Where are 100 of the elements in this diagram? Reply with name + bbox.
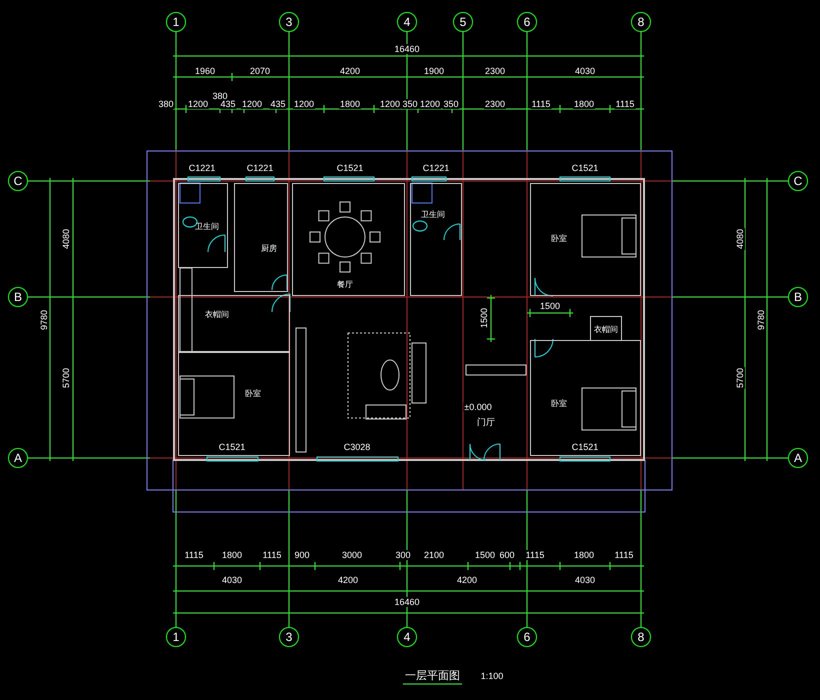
- axis-bubble: [279, 12, 299, 32]
- dimension-text: 2100: [422, 550, 446, 560]
- dimension-text: 16460: [393, 597, 421, 607]
- room-label: 卧室: [551, 399, 567, 408]
- axis-label: B: [12, 291, 23, 303]
- room-outline: [292, 183, 405, 296]
- window-code: C3028: [342, 442, 372, 452]
- dimension-text: 1500: [479, 306, 489, 330]
- dimension-text: 1115: [184, 550, 204, 560]
- window-code: C1221: [246, 163, 274, 173]
- room-label: 卫生间: [195, 222, 219, 231]
- axis-label: 8: [636, 16, 646, 28]
- axis-bubble: [631, 12, 651, 32]
- axis-bubble: [8, 171, 28, 191]
- dimension-text: 600: [498, 550, 516, 560]
- dimension-text: 3000: [340, 550, 364, 560]
- dimension-text: 350: [442, 99, 460, 109]
- dimension-text: 435: [219, 99, 237, 109]
- dimension-text: 1200: [240, 99, 264, 109]
- axis-label: 6: [522, 16, 532, 28]
- dimension-text: 1115: [530, 99, 552, 109]
- axis-bubble: [788, 287, 808, 307]
- room-outline: [590, 316, 622, 341]
- dimension-text: 4200: [338, 66, 362, 76]
- axis-bubble: [453, 12, 473, 32]
- dimension-text: 4200: [336, 575, 360, 585]
- dimension-text: 4030: [574, 66, 596, 76]
- axis-label: B: [792, 291, 803, 303]
- axis-label: A: [792, 452, 803, 464]
- dimension-text: 300: [394, 550, 412, 560]
- dimension-text: 1115: [524, 550, 546, 560]
- dimension-text: 4080: [61, 228, 71, 250]
- dimension-text: 4080: [735, 228, 745, 250]
- axis-bubble: [631, 627, 651, 647]
- dimension-text: 380: [157, 99, 175, 109]
- dimension-text: 1500: [474, 550, 496, 560]
- dimension-text: 1960: [194, 66, 216, 76]
- window-code: C1221: [188, 163, 216, 173]
- axis-bubble: [517, 627, 537, 647]
- axis-label: 6: [522, 631, 532, 643]
- dimension-text: 1800: [220, 550, 244, 560]
- axis-label: 1: [172, 631, 180, 643]
- axis-label: 3: [284, 631, 294, 643]
- dimension-text: 9780: [756, 308, 766, 332]
- axis-bubble: [166, 627, 186, 647]
- window-code: C1521: [218, 442, 246, 452]
- scale-note: 1:100: [480, 671, 504, 681]
- dimension-text: 1115: [614, 99, 636, 109]
- axis-label: 5: [458, 16, 468, 28]
- axis-bubble: [397, 627, 417, 647]
- dimension-text: 16460: [393, 44, 421, 54]
- room-label: 厨房: [261, 244, 277, 253]
- room-label: 餐厅: [337, 280, 353, 289]
- dimension-text: 5700: [61, 366, 71, 390]
- axis-bubble: [8, 448, 28, 468]
- elevation-mark: ±0.000: [463, 402, 493, 412]
- dimension-text: 1200: [186, 99, 210, 109]
- axis-label: 3: [284, 16, 294, 28]
- axis-label: 8: [636, 631, 646, 643]
- axis-label: A: [12, 452, 23, 464]
- axis-bubble: [788, 171, 808, 191]
- window-code: C1521: [570, 163, 600, 173]
- dimension-text: 2070: [248, 66, 272, 76]
- axis-bubble: [279, 627, 299, 647]
- dimension-text: 1200: [378, 99, 402, 109]
- dimension-text: 1115: [614, 550, 634, 560]
- room-label: 衣帽间: [594, 325, 618, 334]
- room-outline: [178, 295, 290, 352]
- dimension-text: 4030: [220, 575, 244, 585]
- room-outline: [530, 183, 641, 296]
- dimension-text: 1200: [418, 99, 442, 109]
- dimension-text: 435: [269, 99, 287, 109]
- dimension-text: 9780: [39, 308, 49, 332]
- axis-label: C: [792, 175, 804, 187]
- axis-label: 4: [402, 16, 412, 28]
- drawing-title: 一层平面图: [405, 670, 460, 682]
- room-outline: [234, 183, 288, 292]
- dimension-text: 5700: [735, 366, 745, 390]
- room-outline: [178, 183, 228, 268]
- dimension-text: 2300: [484, 66, 506, 76]
- axis-bubble: [788, 448, 808, 468]
- room-label: 卧室: [551, 234, 567, 243]
- dimension-text: 2300: [484, 99, 506, 109]
- axis-bubble: [8, 287, 28, 307]
- dimension-text: 1800: [338, 99, 362, 109]
- dimension-text: 4030: [574, 575, 596, 585]
- axis-bubble: [397, 12, 417, 32]
- dimension-text: 1200: [292, 99, 316, 109]
- room-label: 卫生间: [421, 210, 445, 219]
- dimension-text: 1500: [538, 301, 562, 311]
- dimension-text: 350: [401, 99, 419, 109]
- dimension-text: 1115: [262, 550, 282, 560]
- axis-label: 4: [402, 631, 412, 643]
- dimension-text: 1800: [572, 99, 596, 109]
- dimension-text: 4200: [456, 575, 478, 585]
- window-code: C1521: [570, 442, 600, 452]
- room-label: 门厅: [476, 417, 496, 427]
- room-label: 卧室: [245, 389, 261, 398]
- dimension-text: 900: [293, 550, 311, 560]
- room-outline: [530, 340, 641, 456]
